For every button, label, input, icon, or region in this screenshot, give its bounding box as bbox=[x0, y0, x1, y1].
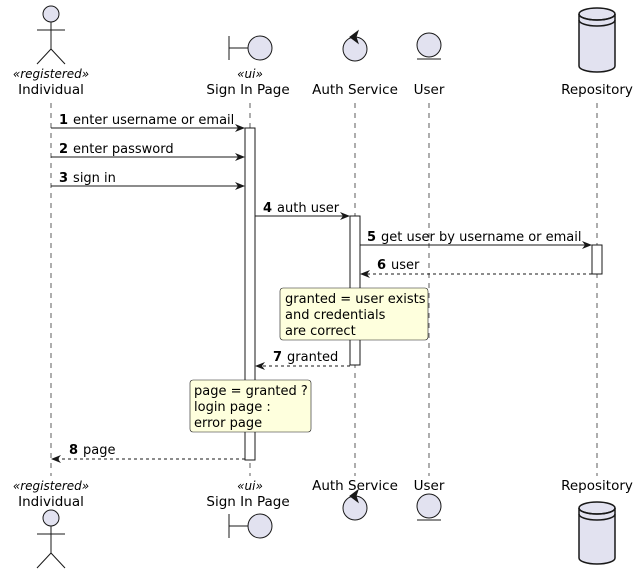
note-page-line-3: error page bbox=[194, 416, 262, 431]
user-label-top: User bbox=[414, 82, 445, 98]
auth-label-bottom: Auth Service bbox=[312, 478, 398, 494]
individual-stereotype-bottom: «registered» bbox=[13, 479, 89, 493]
note-page-line-2: login page : bbox=[194, 400, 271, 415]
activation-sign-in-page bbox=[244, 127, 256, 461]
boundary-icon-bottom bbox=[228, 513, 273, 539]
entity-icon-top bbox=[416, 32, 442, 60]
individual-label-bottom: Individual bbox=[18, 494, 84, 510]
activation-repository bbox=[591, 244, 603, 275]
signin-label-top: Sign In Page bbox=[206, 82, 289, 98]
note-granted-line-3: are correct bbox=[285, 324, 356, 339]
boundary-icon-top bbox=[228, 35, 273, 61]
individual-stereotype-top: «registered» bbox=[13, 67, 89, 81]
repo-label-top: Repository bbox=[561, 82, 633, 98]
note-page: page = granted ? login page : error page bbox=[189, 379, 312, 433]
note-granted: granted = user exists and credentials ar… bbox=[279, 287, 429, 341]
auth-label-top: Auth Service bbox=[312, 82, 398, 98]
note-granted-line-2: and credentials bbox=[285, 308, 386, 323]
note-granted-line-1: granted = user exists bbox=[285, 292, 426, 307]
database-icon-bottom bbox=[578, 501, 616, 565]
repo-label-bottom: Repository bbox=[561, 478, 633, 494]
actor-icon-top bbox=[36, 5, 66, 65]
individual-label-top: Individual bbox=[18, 82, 84, 98]
control-icon-top bbox=[342, 29, 368, 62]
database-icon-top bbox=[578, 7, 616, 73]
user-label-bottom: User bbox=[414, 478, 445, 494]
entity-icon-bottom bbox=[416, 493, 442, 521]
actor-icon-bottom bbox=[36, 509, 66, 569]
note-page-line-1: page = granted ? bbox=[194, 384, 308, 399]
signin-label-bottom: Sign In Page bbox=[206, 494, 289, 510]
signin-stereotype-top: «ui» bbox=[237, 67, 263, 81]
control-icon-bottom bbox=[342, 488, 368, 521]
signin-stereotype-bottom: «ui» bbox=[237, 479, 263, 493]
